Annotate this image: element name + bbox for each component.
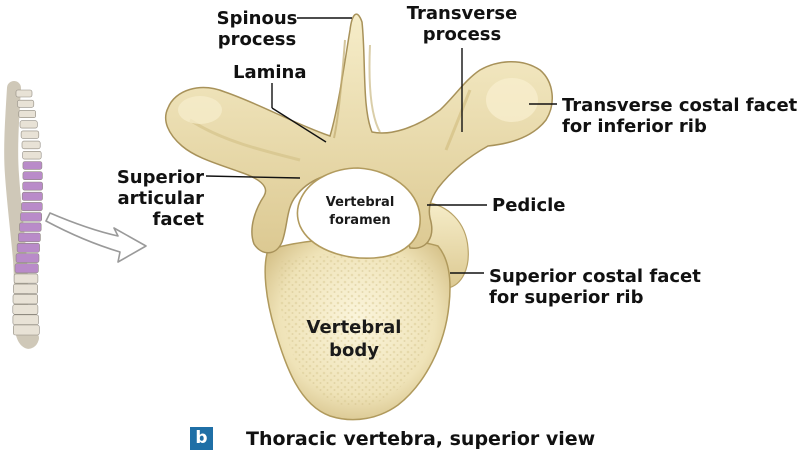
label-superior-costal-facet: Superior costal facet for superior rib — [489, 266, 701, 308]
spine-segment — [12, 314, 39, 325]
spine-segment — [15, 89, 33, 98]
spine-thoracic-segment — [15, 253, 40, 263]
spine-thoracic-segment — [21, 202, 43, 212]
spine-segment — [19, 120, 38, 129]
spine-thoracic-segment — [16, 243, 40, 253]
label-transverse-costal-line1: Transverse costal facet — [562, 95, 798, 116]
spine-thoracic-segment — [22, 181, 43, 191]
spine-segment — [13, 273, 39, 284]
spine-thoracic-segment — [22, 171, 43, 180]
label-spinous-process: Spinous process — [213, 8, 301, 50]
label-vertebral-foramen-line2: foramen — [329, 213, 391, 228]
spine-thoracic-segment — [17, 232, 41, 243]
label-vertebral-body: Vertebral body — [300, 316, 408, 362]
spine-segment — [18, 110, 36, 119]
spine-segment — [17, 99, 35, 108]
label-superior-articular-line1: Superior — [116, 167, 204, 188]
label-vertebral-foramen-line1: Vertebral — [325, 195, 395, 210]
label-transverse-process: Transverse process — [400, 3, 524, 45]
label-transverse-line1: Transverse — [406, 3, 518, 24]
label-superior-articular-facet: Superior articular facet — [98, 167, 204, 230]
spine-thoracic-segment — [22, 161, 43, 170]
label-superior-costal-line2: for superior rib — [489, 287, 644, 308]
leader-lines — [205, 17, 557, 274]
spine-segment — [20, 130, 40, 139]
label-superior-articular-line3: facet — [152, 209, 204, 230]
label-vertebral-body-line2: body — [329, 340, 379, 361]
label-lamina: Lamina — [233, 62, 307, 83]
label-transverse-costal-line2: for inferior rib — [562, 116, 707, 137]
spine-segment — [13, 283, 38, 294]
label-transverse-costal-facet: Transverse costal facet for inferior rib — [562, 95, 797, 137]
spine-segment — [22, 151, 42, 160]
spine-thoracic-segment — [21, 191, 43, 201]
figure-letter-badge: b — [190, 427, 213, 450]
label-spinous-line1: Spinous — [216, 8, 298, 29]
vertebral-foramen-shape — [296, 167, 421, 259]
label-vertebral-foramen: Vertebral foramen — [312, 194, 408, 230]
outline-arrow-icon — [45, 212, 147, 263]
spine-thoracic-segment — [20, 212, 43, 222]
spine-segment — [12, 304, 39, 315]
spine-segment — [13, 324, 40, 336]
spine-illustration-icon — [4, 81, 43, 349]
label-vertebral-body-line1: Vertebral — [306, 317, 402, 338]
label-superior-articular-line2: articular — [117, 188, 204, 209]
figure-caption: Thoracic vertebra, superior view — [246, 428, 596, 450]
spine-thoracic-segment — [14, 263, 39, 274]
label-pedicle: Pedicle — [492, 195, 566, 216]
spine-thoracic-segment — [19, 222, 42, 232]
label-superior-costal-line1: Superior costal facet — [489, 266, 701, 287]
spine-segment — [21, 140, 41, 150]
label-transverse-line2: process — [422, 24, 502, 45]
neural-arch-shape — [164, 13, 553, 254]
label-spinous-line2: process — [217, 29, 297, 50]
spine-segment — [12, 293, 39, 305]
